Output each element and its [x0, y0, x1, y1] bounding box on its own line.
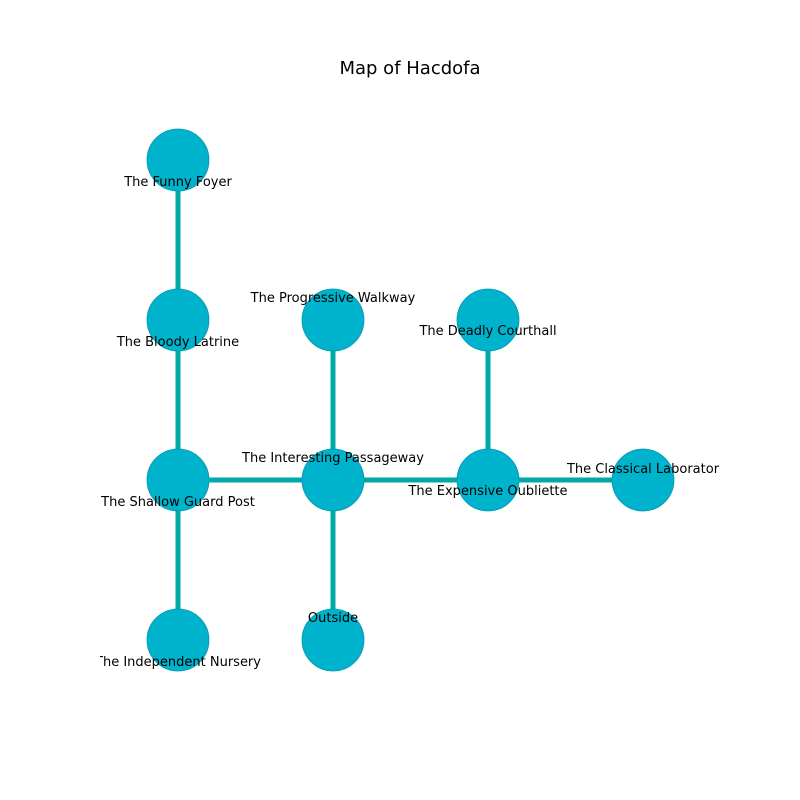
connections-layer: [175, 160, 643, 640]
room-label-classical-laborator: The Classical Laborator: [566, 462, 720, 477]
room-node-expensive-oubliette: [456, 448, 520, 512]
room-label-interesting-passageway: The Interesting Passageway: [241, 451, 424, 466]
room-label-independent-nursery: The Independent Nursery: [94, 655, 261, 670]
room-node-shallow-guard-post: [146, 448, 210, 512]
room-node-classical-laborator: [611, 448, 675, 512]
room-node-funny-foyer: [146, 128, 210, 192]
room-node-progressive-walkway: [301, 288, 365, 352]
room-node-interesting-passageway: [301, 448, 365, 512]
room-label-funny-foyer: The Funny Foyer: [123, 175, 232, 190]
room-node-bloody-latrine: [146, 288, 210, 352]
room-label-progressive-walkway: The Progressive Walkway: [250, 291, 416, 306]
room-label-expensive-oubliette: The Expensive Oubliette: [407, 484, 567, 499]
room-node-independent-nursery: [146, 608, 210, 672]
room-node-deadly-courthall: [456, 288, 520, 352]
map-title: Map of Hacdofa: [339, 58, 480, 79]
rooms-layer: [146, 128, 675, 672]
room-label-deadly-courthall: The Deadly Courthall: [418, 324, 556, 339]
room-node-outside: [301, 608, 365, 672]
room-label-outside: Outside: [308, 611, 358, 626]
room-label-bloody-latrine: The Bloody Latrine: [116, 335, 239, 350]
room-label-shallow-guard-post: The Shallow Guard Post: [100, 495, 255, 510]
